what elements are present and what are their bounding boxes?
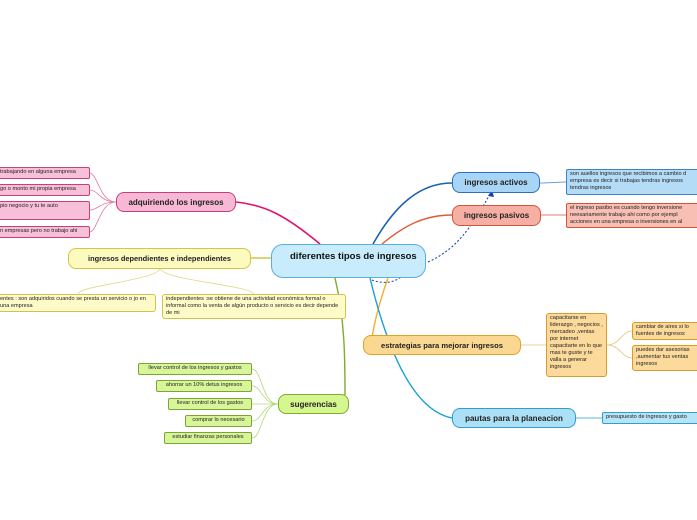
connector-dotted	[427, 193, 491, 263]
leaf-sugerencias-2[interactable]: ahorrar un 10% detus ingresos	[156, 380, 252, 392]
leaf-activos-1[interactable]: son auellos ingresos que recibimos a cam…	[566, 169, 697, 195]
leaf-adquiriendo-4[interactable]: n empresas pero no trabajo ahi	[0, 226, 90, 238]
leaf-sugerencias-4[interactable]: comprar lo necesario	[185, 415, 252, 427]
connector-sugerencias	[334, 277, 346, 396]
leaf-estrategias-1[interactable]: capacitarse en liderazgo , negocios , me…	[546, 313, 607, 377]
central-topic[interactable]: diferentes tipos de ingresos	[271, 244, 426, 278]
leaf-sugerencias-3[interactable]: llevar control de los gastos	[168, 398, 252, 410]
leaf-sugerencias-5[interactable]: estudiar finanzas personales	[164, 432, 252, 444]
leaf-dependientes-1[interactable]: entes : son adquiridos cuando se presta …	[0, 294, 156, 312]
leaf-adquiriendo-2[interactable]: go o monto mi propia empresa	[0, 184, 90, 196]
branch-adquiriendo[interactable]: adquiriendo los ingresos	[116, 192, 236, 212]
branch-sugerencias[interactable]: sugerencias	[278, 394, 349, 414]
branch-activos[interactable]: ingresos activos	[452, 172, 540, 193]
connector-pautas	[369, 277, 453, 419]
leaf-pautas-1[interactable]: presupuesto de ingresos y gasto	[602, 412, 697, 424]
branch-dependientes[interactable]: ingresos dependientes e independientes	[68, 248, 251, 269]
leaf-estrategias-2[interactable]: cambiar de aires si lo fuentes de ingres…	[632, 322, 697, 340]
leaf-sugerencias-1[interactable]: llevar control de los ingresos y gastos	[138, 363, 252, 375]
branch-estrategias[interactable]: estrategias para mejorar ingresos	[363, 335, 521, 355]
leaf-adquiriendo-3[interactable]: pio negocio y tu te auto	[0, 201, 90, 220]
leaf-estrategias-3[interactable]: puedes dar asesorias ,aumentar tus venta…	[632, 345, 697, 371]
leaf-adquiriendo-1[interactable]: trabajando en alguna empresa	[0, 167, 90, 179]
connector-pasivos	[381, 214, 453, 245]
connector-estrategias	[371, 277, 389, 338]
leaf-pasivos-1[interactable]: el ingreso pasibo es cuando tengo invers…	[566, 203, 697, 228]
connector-activos	[372, 182, 453, 245]
branch-pasivos[interactable]: ingresos pasivos	[452, 205, 541, 226]
leaf-dependientes-2[interactable]: independientes :se obtiene de una activi…	[162, 294, 346, 319]
branch-pautas[interactable]: pautas para la planeacion	[452, 408, 576, 428]
connector-adquiriendo	[235, 201, 321, 245]
